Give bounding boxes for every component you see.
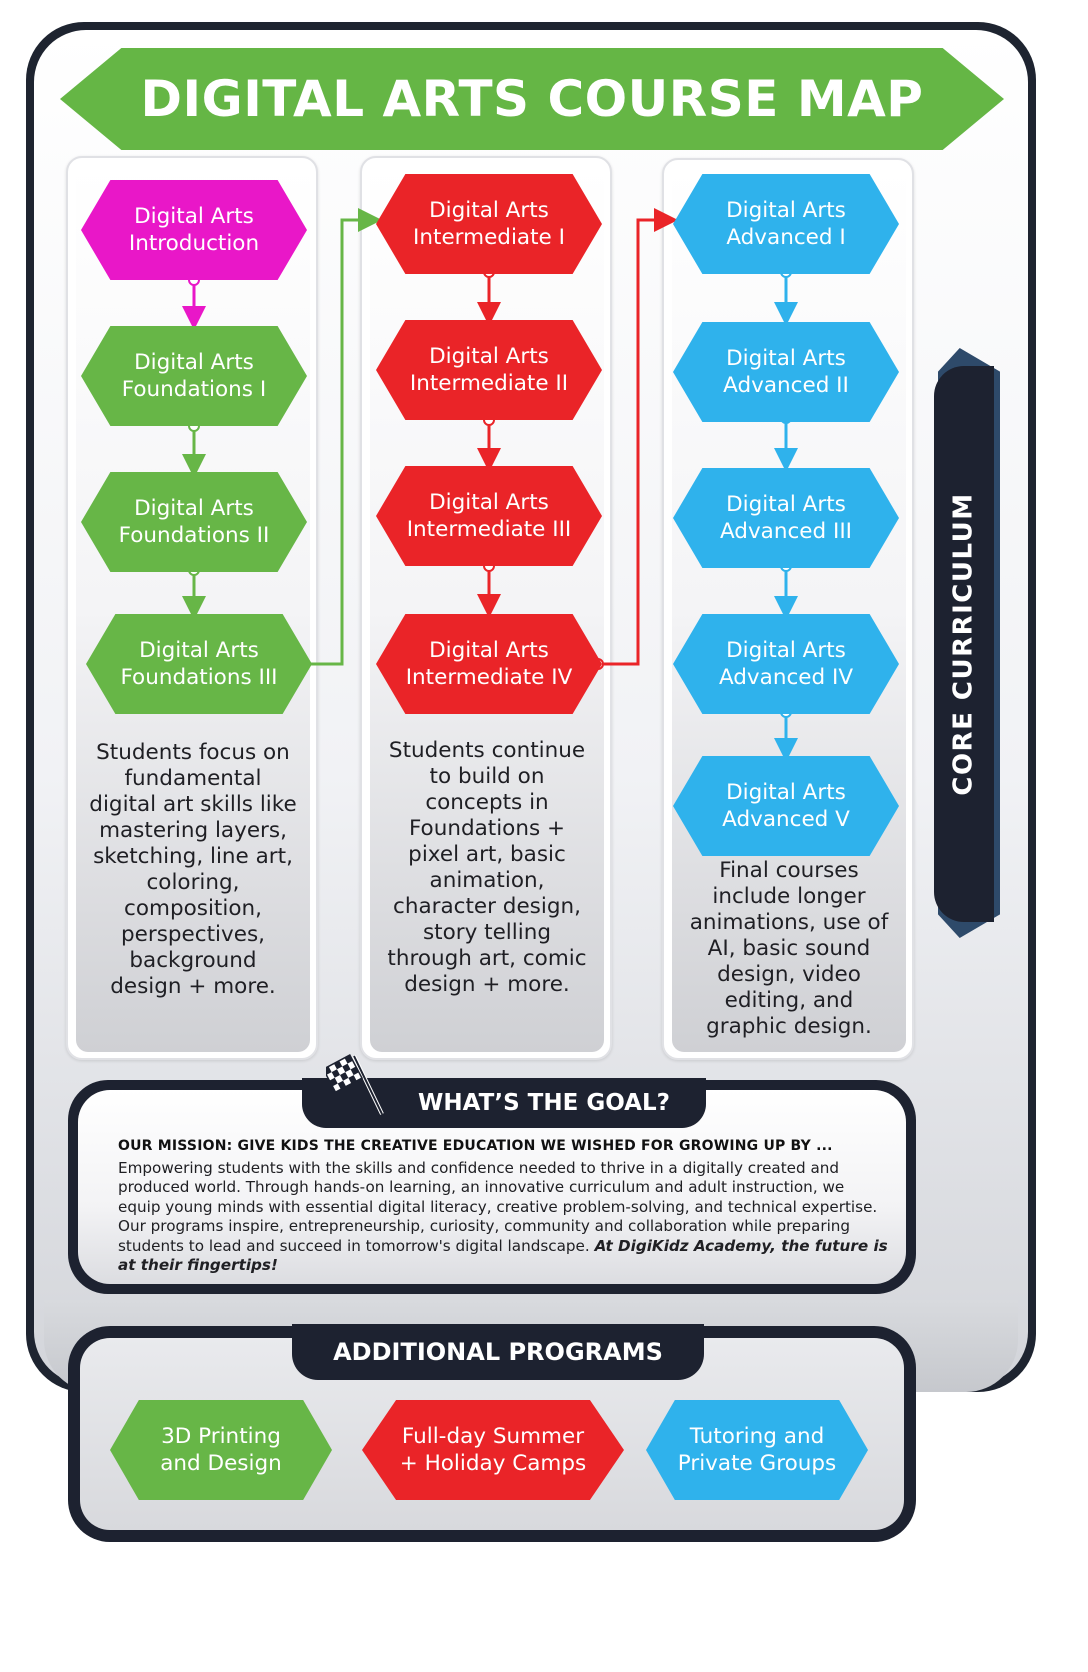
connector-intro-to-foundations: [182, 274, 206, 330]
checkered-flag-icon: [326, 1054, 384, 1115]
program-label: 3D Printing and Design: [160, 1424, 282, 1476]
side-tab-label: CORE CURRICULUM: [934, 366, 994, 922]
course-intermediate-4: Digital Arts Intermediate IV: [376, 614, 602, 714]
side-tab: [934, 366, 994, 922]
mission-closing: At DigiKidz Academy, the future is at th…: [118, 1236, 888, 1275]
course-label: Digital Arts Intermediate II: [409, 344, 569, 396]
program-label: Tutoring and Private Groups: [677, 1424, 837, 1476]
program-label: Full-day Summer + Holiday Camps: [399, 1424, 587, 1476]
course-intermediate-3: Digital Arts Intermediate III: [376, 466, 602, 566]
course-intermediate-2: Digital Arts Intermediate II: [376, 320, 602, 420]
course-intermediate-1: Digital Arts Intermediate I: [376, 174, 602, 274]
connector-intermediate-3-to-4: [477, 560, 501, 618]
connector-intermediate-1-to-2: [477, 266, 501, 326]
course-label: Digital Arts Advanced II: [723, 346, 849, 398]
mission-heading: OUR MISSION: GIVE KIDS THE CREATIVE EDUC…: [118, 1138, 833, 1154]
course-advanced-2: Digital Arts Advanced II: [673, 322, 899, 422]
mission-body: Empowering students with the skills and …: [118, 1159, 888, 1275]
programs-title: ADDITIONAL PROGRAMS: [333, 1338, 663, 1366]
connector-advanced-3-to-4: [774, 560, 798, 620]
course-label: Digital Arts Advanced I: [726, 198, 846, 250]
course-advanced-3: Digital Arts Advanced III: [673, 468, 899, 568]
program-3d-printing: 3D Printing and Design: [110, 1400, 332, 1500]
connector-foundations-to-intermediate: [296, 208, 382, 670]
program-camps: Full-day Summer + Holiday Camps: [362, 1400, 624, 1500]
course-label: Digital Arts Advanced IV: [718, 638, 854, 690]
connector-advanced-1-to-2: [774, 266, 798, 326]
course-label: Digital Arts Foundations I: [121, 350, 267, 402]
course-label: Digital Arts Intermediate IV: [405, 638, 573, 690]
page-title: DIGITAL ARTS COURSE MAP: [140, 70, 924, 128]
course-foundations-2: Digital Arts Foundations II: [81, 472, 307, 572]
intermediate-description: Students continue to build on concepts i…: [387, 738, 587, 997]
course-label: Digital Arts Introduction: [128, 204, 260, 256]
advanced-description: Final courses include longer animations,…: [689, 858, 889, 1039]
core-curriculum-label: CORE CURRICULUM: [949, 492, 979, 796]
course-advanced-5: Digital Arts Advanced V: [673, 756, 899, 856]
course-advanced-4: Digital Arts Advanced IV: [673, 614, 899, 714]
course-label: Digital Arts Foundations III: [120, 638, 278, 690]
course-label: Digital Arts Advanced V: [722, 780, 850, 832]
program-tutoring: Tutoring and Private Groups: [646, 1400, 868, 1500]
course-label: Digital Arts Intermediate III: [406, 490, 572, 542]
course-foundations-1: Digital Arts Foundations I: [81, 326, 307, 426]
course-introduction: Digital Arts Introduction: [81, 180, 307, 280]
foundations-description: Students focus on fundamental digital ar…: [89, 740, 297, 999]
programs-header: [292, 1324, 704, 1380]
course-foundations-3: Digital Arts Foundations III: [86, 614, 312, 714]
course-label: Digital Arts Intermediate I: [413, 198, 565, 250]
goal-title: WHAT’S THE GOAL?: [418, 1090, 670, 1116]
course-label: Digital Arts Advanced III: [719, 492, 853, 544]
course-label: Digital Arts Foundations II: [118, 496, 270, 548]
connector-intermediate-to-advanced: [592, 208, 678, 670]
course-advanced-1: Digital Arts Advanced I: [673, 174, 899, 274]
title-banner: [60, 48, 1004, 150]
mission-text: Empowering students with the skills and …: [118, 1159, 878, 1255]
connector-intermediate-2-to-3: [477, 414, 501, 472]
connector-foundations-1-to-2: [182, 420, 206, 478]
